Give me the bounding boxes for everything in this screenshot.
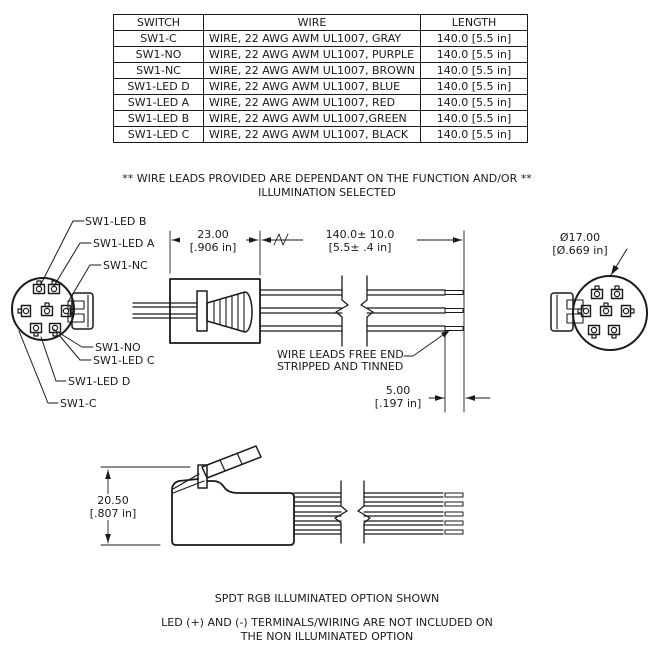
table-cell: WIRE, 22 AWG AWM UL1007, BROWN (203, 62, 421, 79)
table-cell: SW1-LED A (113, 94, 204, 111)
break-symbol (357, 480, 371, 544)
table-cell: SW1-LED D (113, 78, 204, 95)
side-view-switch (132, 230, 491, 413)
label-sw1-led-b: SW1-LED B (85, 215, 147, 228)
dim-strip-length-in: [.197 in] (374, 397, 422, 410)
break-symbol (360, 275, 374, 347)
table-cell: SW1-LED C (113, 126, 204, 143)
label-sw1-nc: SW1-NC (103, 259, 148, 272)
rear-view-left (11, 220, 102, 404)
label-sw1-no: SW1-NO (95, 341, 141, 354)
dim-body-length: 23.00 [.906 in] (180, 228, 246, 254)
label-sw1-led-c: SW1-LED C (93, 354, 155, 367)
option-shown-note: SPDT RGB ILLUMINATED OPTION SHOWN (214, 592, 440, 605)
actuator-shaft (132, 302, 198, 319)
dim-strip-length-mm: 5.00 (385, 384, 411, 397)
break-symbol (335, 275, 349, 347)
label-sw1-c: SW1-C (60, 397, 97, 410)
dim-wire-length: 140.0± 10.0 [5.5± .4 in] (303, 228, 417, 254)
diameter-leader (610, 248, 628, 276)
rear-view-right (550, 248, 648, 351)
table-cell: 140.0 [5.5 in] (420, 110, 528, 127)
table-cell: 140.0 [5.5 in] (420, 94, 528, 111)
led-note: LED (+) AND (-) TERMINALS/WIRING ARE NOT… (0, 616, 654, 644)
dim-connector-height-mm: 20.50 (97, 494, 129, 507)
table-cell: WIRE, 22 AWG AWM UL1007,GREEN (203, 110, 421, 127)
table-cell: SW1-C (113, 30, 204, 47)
plunger-ribs (213, 292, 245, 332)
dim-diameter-in: [Ø.669 in] (552, 244, 608, 257)
column-header: SWITCH (113, 14, 204, 31)
table-cell: SW1-NC (113, 62, 204, 79)
table-cell: WIRE, 22 AWG AWM UL1007, PURPLE (203, 46, 421, 63)
led-note-line2: THE NON ILLUMINATED OPTION (240, 630, 414, 643)
dim-strip-length: 5.00 [.197 in] (368, 384, 428, 410)
dim-diameter-mm: Ø17.00 (559, 231, 601, 244)
wire-leads-note: ** WIRE LEADS PROVIDED ARE DEPENDANT ON … (0, 172, 654, 200)
dim-connector-height-in: [.807 in] (89, 507, 137, 520)
free-end-line1: WIRE LEADS FREE END (277, 348, 404, 361)
table-cell: SW1-LED B (113, 110, 204, 127)
break-symbol (334, 480, 348, 544)
table-cell: 140.0 [5.5 in] (420, 46, 528, 63)
dim-diameter: Ø17.00 [Ø.669 in] (538, 231, 622, 257)
free-end-note: WIRE LEADS FREE END STRIPPED AND TINNED (277, 349, 404, 373)
dim-connector-height: 20.50 [.807 in] (86, 494, 140, 520)
wires-side-view (259, 289, 464, 332)
table-cell: 140.0 [5.5 in] (420, 78, 528, 95)
wire-leads-note-line2: ILLUMINATION SELECTED (258, 186, 396, 199)
table-cell: WIRE, 22 AWG AWM UL1007, RED (203, 94, 421, 111)
label-sw1-led-a: SW1-LED A (93, 237, 155, 250)
dim-body-length-mm: 23.00 (197, 228, 229, 241)
free-end-line2: STRIPPED AND TINNED (277, 360, 404, 373)
dim-wire-length-mm: 140.0± 10.0 (325, 228, 395, 241)
label-sw1-led-d: SW1-LED D (68, 375, 131, 388)
dim-body-length-in: [.906 in] (189, 241, 237, 254)
column-header: WIRE (203, 14, 421, 31)
table-cell: 140.0 [5.5 in] (420, 126, 528, 143)
table-cell: 140.0 [5.5 in] (420, 30, 528, 47)
wire-leads-note-line1: ** WIRE LEADS PROVIDED ARE DEPENDANT ON … (122, 172, 532, 185)
dim-wire-length-in: [5.5± .4 in] (328, 241, 392, 254)
table-cell: 140.0 [5.5 in] (420, 62, 528, 79)
table-cell: SW1-NO (113, 46, 204, 63)
wires-connector-view (293, 492, 464, 535)
terminal-leader-lines (18, 220, 102, 404)
table-cell: WIRE, 22 AWG AWM UL1007, BLUE (203, 78, 421, 95)
table-cell: WIRE, 22 AWG AWM UL1007, BLACK (203, 126, 421, 143)
side-view-connector (100, 445, 464, 546)
column-header: LENGTH (420, 14, 528, 31)
dimension-lines (169, 230, 491, 413)
table-cell: WIRE, 22 AWG AWM UL1007, GRAY (203, 30, 421, 47)
led-note-line1: LED (+) AND (-) TERMINALS/WIRING ARE NOT… (161, 616, 493, 629)
